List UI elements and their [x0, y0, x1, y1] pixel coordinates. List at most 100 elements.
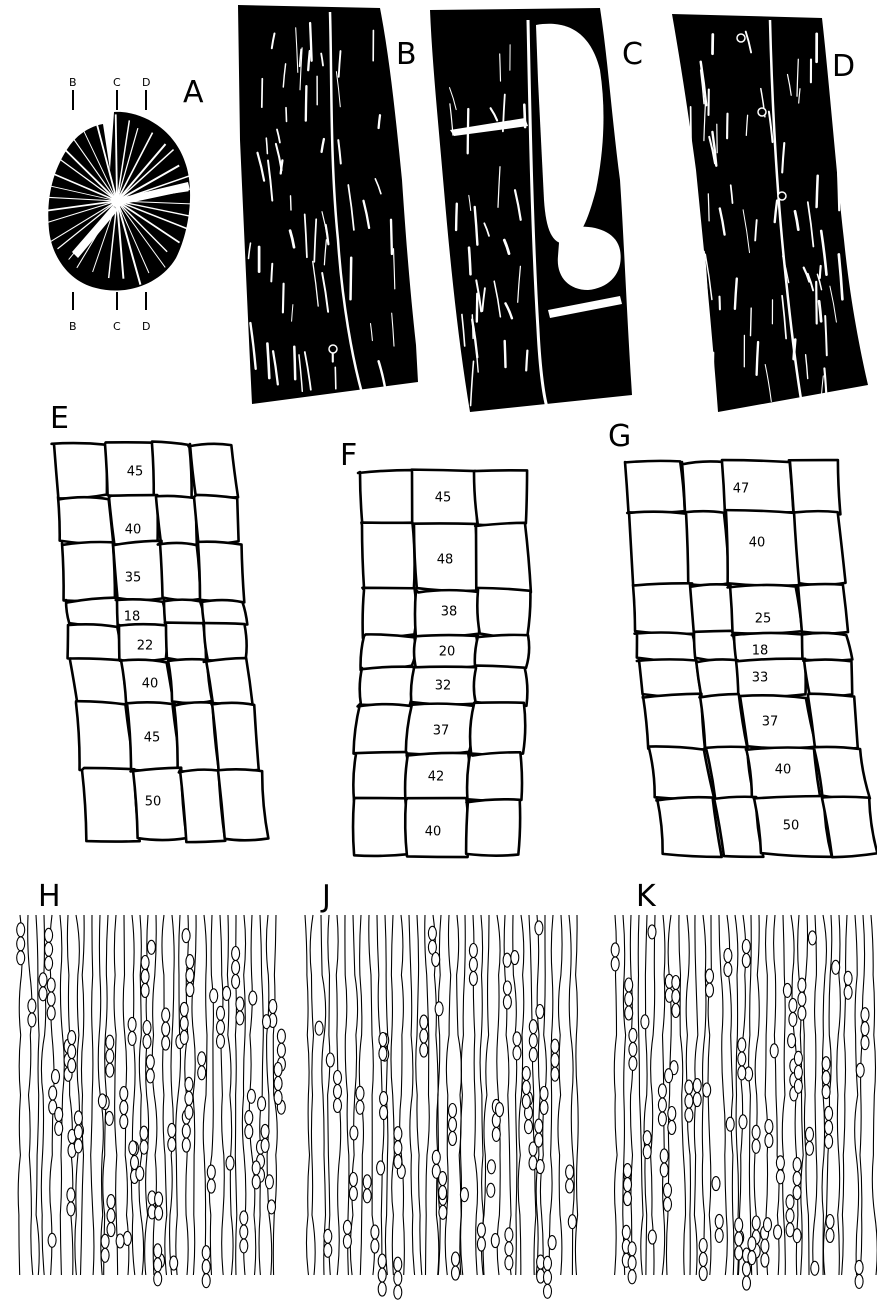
panel-h-ray-cell — [128, 1031, 136, 1045]
panel-k-ray-cell — [738, 1066, 746, 1080]
panel-h-ray-cell — [185, 1077, 193, 1091]
panel-h-ray-cell — [74, 1111, 82, 1125]
panel-j-ray-cell — [469, 972, 477, 986]
panel-c-streak — [477, 294, 478, 322]
panel-f-cell-4: 20 — [439, 645, 456, 660]
panel-g-cell — [736, 659, 806, 698]
panel-f-cells — [353, 470, 531, 857]
panel-h-ray-cell — [47, 992, 55, 1006]
panel-h-ray-cell — [107, 1209, 115, 1223]
panel-h-ray-cell — [182, 1138, 190, 1152]
panel-k-fiber — [630, 915, 632, 1275]
panel-k-fiber — [749, 915, 752, 1275]
panel-k-ray-cell — [742, 940, 750, 954]
panel-h-ray-cell — [123, 1231, 131, 1245]
panel-k-ray-cell — [789, 998, 797, 1012]
panel-f-cell-7: 42 — [428, 770, 445, 785]
panel-g: G 47 40 25 18 33 37 40 50 — [608, 419, 877, 857]
panel-h-ray-cell — [101, 1234, 109, 1248]
panel-h-ray-cell — [217, 1020, 225, 1034]
panel-k-letter: K — [636, 879, 657, 914]
panel-f-cell-1: 45 — [435, 491, 452, 506]
panel-b-streak — [283, 284, 284, 313]
panel-h-ray-cell — [47, 1006, 55, 1020]
panel-k-ray-cell — [774, 1225, 782, 1239]
panel-k-ray-cell — [622, 1225, 630, 1239]
panel-h-ray-cell — [146, 1069, 154, 1083]
panel-f-cell — [476, 588, 530, 638]
panel-h-ray-cell — [45, 928, 53, 942]
panel-d-streak — [691, 107, 692, 151]
panel-h-ray-cell — [263, 1015, 271, 1029]
panel-e-cell — [66, 598, 121, 627]
panel-h-fibers — [17, 915, 286, 1288]
panel-j-ray-cell — [513, 1046, 521, 1060]
panel-k-fiber — [842, 915, 847, 1275]
panel-k-ray-cell — [822, 1071, 830, 1085]
panel-k-ray-cell — [752, 1216, 760, 1230]
panel-j-ray-cell — [378, 1254, 386, 1268]
panel-j-ray-cell — [435, 1002, 443, 1016]
disc-ray — [116, 114, 117, 201]
panel-j-ray-cell — [460, 1188, 468, 1202]
panel-k-fiber — [813, 915, 817, 1275]
panel-k-ray-cell — [624, 1178, 632, 1192]
panel-k-ray-cell — [658, 1112, 666, 1126]
panel-f-cell — [361, 523, 414, 593]
panel-f-cell — [361, 634, 416, 670]
panel-k-ray-cell — [629, 1028, 637, 1042]
panel-b-letter: B — [396, 37, 417, 72]
panel-g-cell — [633, 583, 695, 634]
panel-c-streak — [456, 204, 457, 230]
panel-k-ray-cell — [685, 1094, 693, 1108]
panel-j-ray-cell — [420, 1029, 428, 1043]
panel-k-ray-cell — [726, 1117, 734, 1131]
panel-f-cell-3: 38 — [441, 605, 458, 620]
panel-d-streak — [708, 194, 709, 221]
panel-e-cell — [158, 543, 200, 600]
panel-j-ray-cell — [544, 1270, 552, 1284]
panel-h-ray-cell — [198, 1052, 206, 1066]
panel-c-letter: C — [622, 37, 643, 72]
panel-f-cell-8: 40 — [425, 825, 442, 840]
panel-h-ray-cell — [261, 1124, 269, 1138]
panel-j-ray-cell — [544, 1256, 552, 1270]
panel-h-ray-cell — [47, 978, 55, 992]
panel-h-ray-cell — [147, 940, 155, 954]
panel-h-ray-cell — [154, 1272, 162, 1286]
panel-j-fiber — [504, 915, 511, 1275]
panel-h-ray-cell — [245, 1125, 253, 1139]
panel-g-cell — [625, 461, 685, 513]
panel-j-fiber — [549, 915, 553, 1275]
panel-k-fiber — [798, 915, 804, 1275]
panel-j-ray-cell — [378, 1282, 386, 1296]
panel-j-ray-cell — [540, 1087, 548, 1101]
panel-h-fiber — [220, 915, 224, 1275]
panel-f: F 45 48 38 20 32 37 42 40 — [340, 438, 531, 857]
panel-d: D — [672, 14, 868, 412]
panel-g-cell — [627, 512, 689, 586]
panel-k-ray-cell — [832, 960, 840, 974]
panel-k-ray-cell — [761, 1253, 769, 1267]
panel-d-streak — [713, 353, 714, 383]
panel-d-letter: D — [832, 49, 855, 84]
panel-k-ray-cell — [743, 1276, 751, 1290]
panel-j-ray-cell — [566, 1165, 574, 1179]
panel-h-ray-cell — [68, 1059, 76, 1073]
panel-j-ray-cell — [449, 1132, 457, 1146]
panel-k-ray-cell — [765, 1120, 773, 1134]
panel-b-streak — [291, 196, 292, 210]
panel-k-ray-cell — [752, 1139, 760, 1153]
panel-d-streak — [816, 282, 817, 324]
panel-h-ray-cell — [261, 1138, 269, 1152]
panel-e-cell — [62, 542, 115, 601]
panel-k-fiber — [623, 915, 626, 1275]
panel-k: K — [611, 879, 877, 1290]
panel-e-cell — [212, 703, 259, 772]
panel-d-streak — [699, 308, 703, 330]
panel-k-ray-cell — [706, 983, 714, 997]
panel-e-cell-8: 50 — [145, 795, 162, 810]
panel-h-ray-cell — [143, 1021, 151, 1035]
panel-k-ray-cell — [861, 1008, 869, 1022]
panel-h-fiber — [41, 915, 45, 1275]
